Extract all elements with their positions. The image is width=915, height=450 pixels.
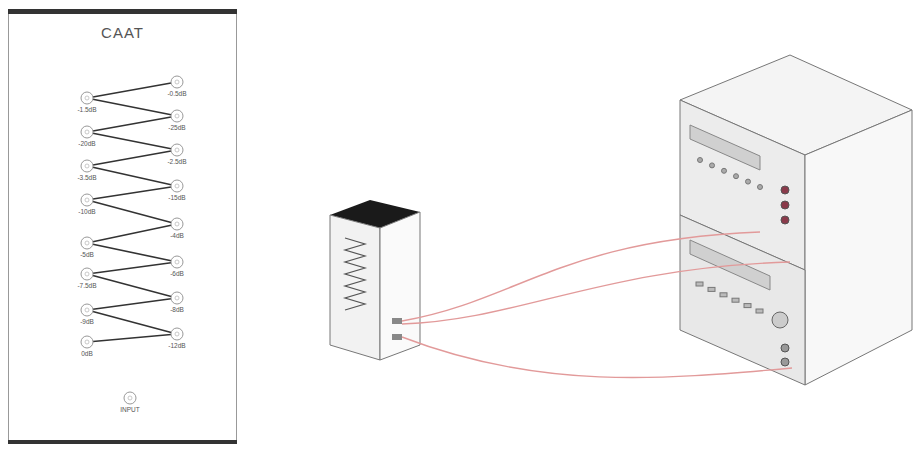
terminal-label: -10dB: [78, 209, 95, 216]
resistor-box: [330, 200, 420, 360]
terminal-label: -3.5dB: [77, 175, 96, 182]
jumper-wire: [93, 312, 171, 333]
jumper-wire: [93, 225, 171, 242]
jumper-wire: [93, 133, 171, 149]
jumper-wire: [93, 202, 171, 223]
jumper-wire: [93, 276, 171, 297]
terminal-group: [81, 76, 183, 404]
jumper-wire: [93, 83, 171, 97]
terminal-label: -20dB: [78, 141, 95, 148]
jumper-wire: [93, 151, 171, 165]
jumper-wire: [93, 167, 171, 184]
terminal: [81, 126, 93, 138]
terminal-label: -4dB: [170, 233, 184, 240]
jumper-wire: [93, 263, 171, 273]
terminal-label: -6dB: [170, 271, 184, 278]
jumper-wire: [93, 299, 171, 309]
jumper-wire: [93, 335, 171, 342]
instrument-stack: [680, 55, 912, 385]
jumper-wire: [93, 244, 171, 261]
terminal-label: 0dB: [81, 351, 93, 358]
terminal: [171, 256, 183, 268]
terminal: [171, 292, 183, 304]
panel-title: CAAT: [9, 24, 236, 41]
terminal: [81, 304, 93, 316]
terminal: [81, 237, 93, 249]
terminal-label: -15dB: [168, 195, 185, 202]
terminal-label: -5dB: [80, 252, 94, 259]
terminal-label: -7.5dB: [77, 283, 96, 290]
panel-box: CAAT: [8, 14, 237, 440]
jumper-wire: [93, 187, 171, 199]
jumper-wire: [93, 117, 171, 131]
terminal: [171, 76, 183, 88]
terminal-label: -9dB: [80, 319, 94, 326]
terminal-label: -12dB: [168, 343, 185, 350]
panel-bars: [8, 9, 237, 444]
terminal-label: -25dB: [168, 125, 185, 132]
terminal-label: -8dB: [170, 307, 184, 314]
terminal: [171, 328, 183, 340]
terminal-label: -0.5dB: [167, 91, 186, 98]
terminal-label: -1.5dB: [77, 107, 96, 114]
terminal-label: -2.5dB: [167, 159, 186, 166]
terminal: [171, 180, 183, 192]
terminal: [81, 92, 93, 104]
terminal-label: INPUT: [120, 407, 140, 414]
terminal: [171, 218, 183, 230]
terminal: [81, 268, 93, 280]
terminal: [124, 392, 136, 404]
test-leads: [402, 232, 792, 378]
terminal: [171, 110, 183, 122]
terminal: [171, 144, 183, 156]
jumper-wire: [93, 99, 171, 115]
terminal: [81, 194, 93, 206]
terminal: [81, 336, 93, 348]
terminal: [81, 160, 93, 172]
